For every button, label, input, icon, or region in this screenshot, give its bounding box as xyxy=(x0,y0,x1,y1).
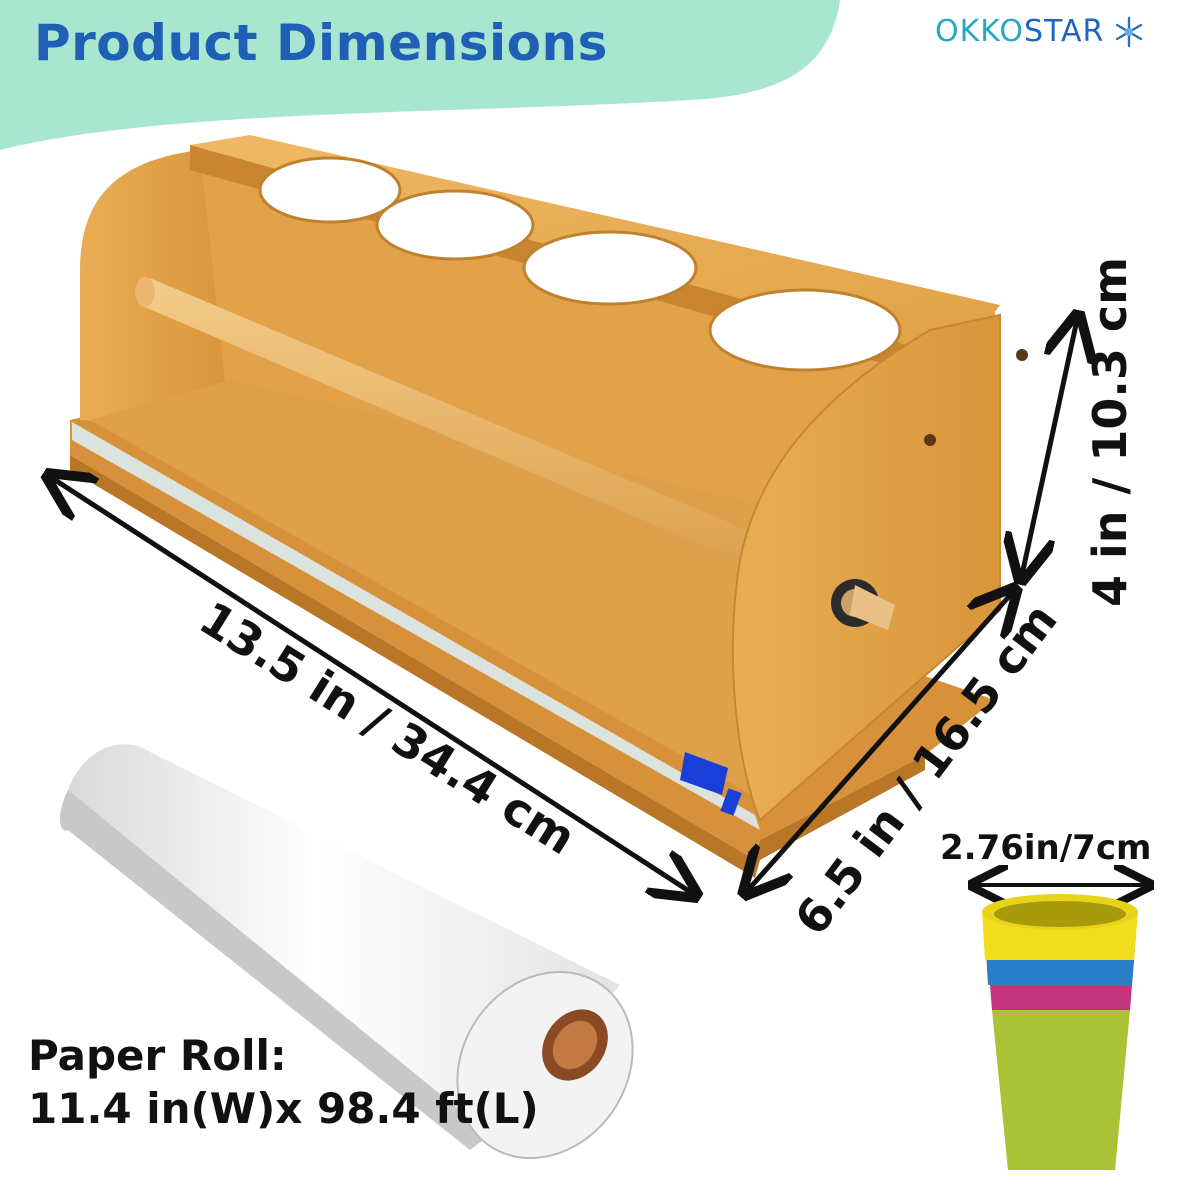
length-arrow xyxy=(52,478,692,893)
stacked-cups-image xyxy=(982,894,1138,1170)
snowflake-star-icon xyxy=(1116,16,1143,47)
height-dimension-label: 4 in / 10.3 cm xyxy=(1083,256,1137,607)
paper-roll-size: 11.4 in(W)x 98.4 ft(L) xyxy=(28,1083,539,1133)
cup-hole-1 xyxy=(258,156,402,224)
depth-arrow xyxy=(748,593,1012,890)
brand-logo: OKKO STAR xyxy=(935,14,1146,49)
cup-hole-4 xyxy=(708,288,902,372)
paper-roll-image xyxy=(60,744,634,1160)
paper-roll-caption: Paper Roll: 11.4 in(W)x 98.4 ft(L) xyxy=(28,1030,539,1135)
wooden-dispenser xyxy=(70,135,1028,878)
cup-diameter-label: 2.76in/7cm xyxy=(940,828,1152,868)
height-arrow xyxy=(1022,320,1077,575)
brand-name-part1: OKKO xyxy=(935,14,1024,49)
cup-hole-3 xyxy=(522,230,698,306)
page-title: Product Dimensions xyxy=(34,14,608,72)
brand-name-part2: STAR xyxy=(1023,14,1105,49)
header-banner xyxy=(0,0,840,150)
cup-hole-2 xyxy=(375,189,535,261)
paper-roll-label: Paper Roll: xyxy=(28,1031,287,1080)
